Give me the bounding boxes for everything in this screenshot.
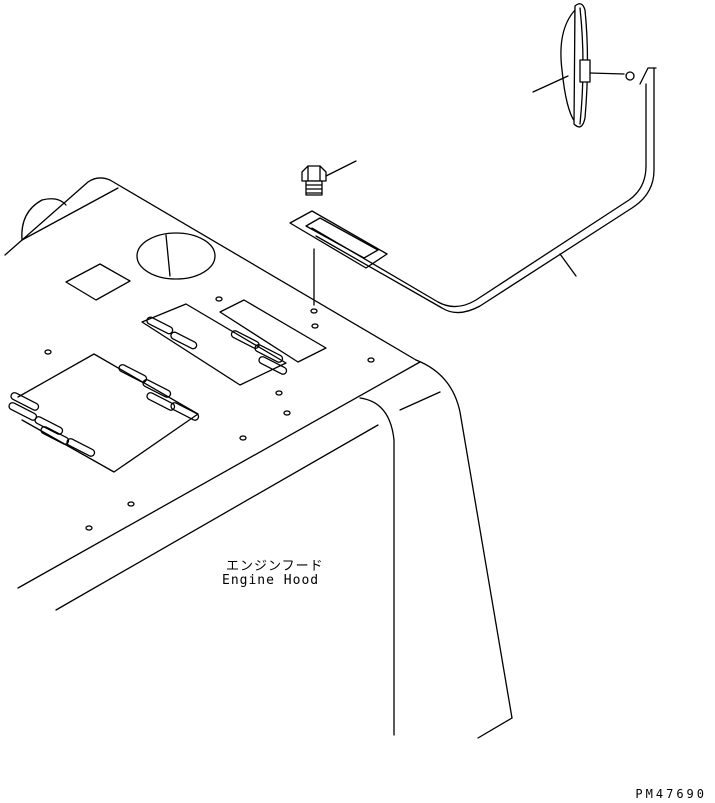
- filler-cap-line: [165, 234, 171, 277]
- rear-view-mirror: [532, 3, 625, 128]
- grille-frame-lower: [17, 353, 199, 473]
- hood-side-crease: [399, 391, 441, 411]
- engine-hood-label-japanese: エンジンフード: [226, 559, 324, 574]
- mounting-bolt: [301, 160, 357, 314]
- mirror-clamp: [579, 59, 591, 83]
- stay-rod-outer: [311, 83, 647, 308]
- engine-hood-label-english: Engine Hood: [222, 573, 320, 588]
- nameplate: [219, 299, 327, 363]
- engine-hood: [4, 177, 513, 739]
- hood-top-edge: [4, 177, 417, 361]
- bolt-leader: [325, 160, 357, 177]
- mirror-back: [560, 9, 576, 123]
- stay-plate: [289, 210, 388, 269]
- hood-lower-edge: [55, 424, 379, 611]
- ball-joint: [625, 71, 635, 81]
- hood-left-bulge: [21, 198, 67, 241]
- small-plate: [65, 263, 131, 301]
- bolt-holes: [44, 296, 375, 531]
- stay-leader: [559, 253, 577, 277]
- mirror-leader: [532, 75, 569, 93]
- filler-cap: [136, 232, 216, 280]
- mirror-stay: [289, 67, 657, 314]
- hood-front-corner: [415, 359, 513, 719]
- stay-rod-inner: [315, 67, 655, 314]
- vent-slots: [8, 316, 288, 457]
- grille-frame-upper: [141, 303, 287, 386]
- drawing-number: PM47690: [635, 787, 707, 801]
- hood-rear-crease: [21, 187, 119, 241]
- hood-side-panel: [359, 397, 395, 736]
- hood-bottom-foot: [477, 717, 513, 739]
- hood-front-edge: [17, 361, 421, 589]
